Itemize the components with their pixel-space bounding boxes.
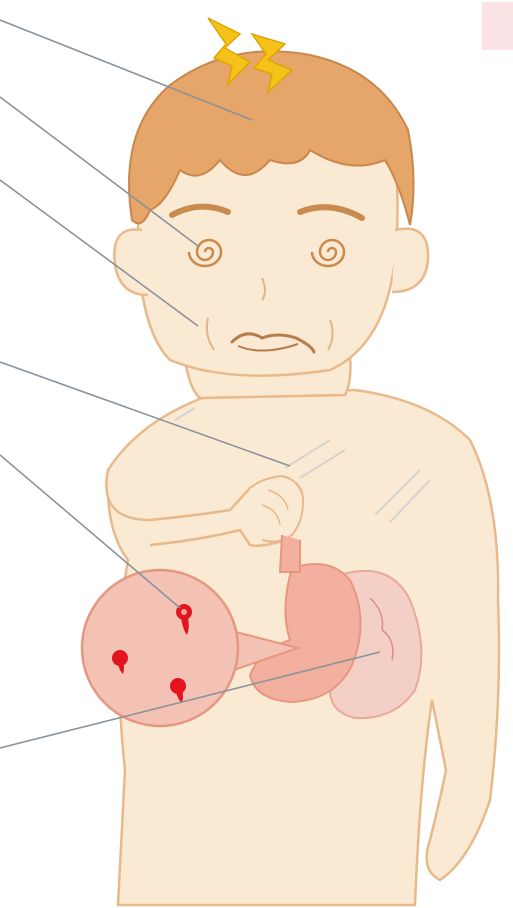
right-ear	[392, 229, 428, 292]
magnified-stomach-lining	[82, 570, 238, 726]
corner-label	[482, 2, 513, 50]
esophagus	[280, 535, 300, 572]
